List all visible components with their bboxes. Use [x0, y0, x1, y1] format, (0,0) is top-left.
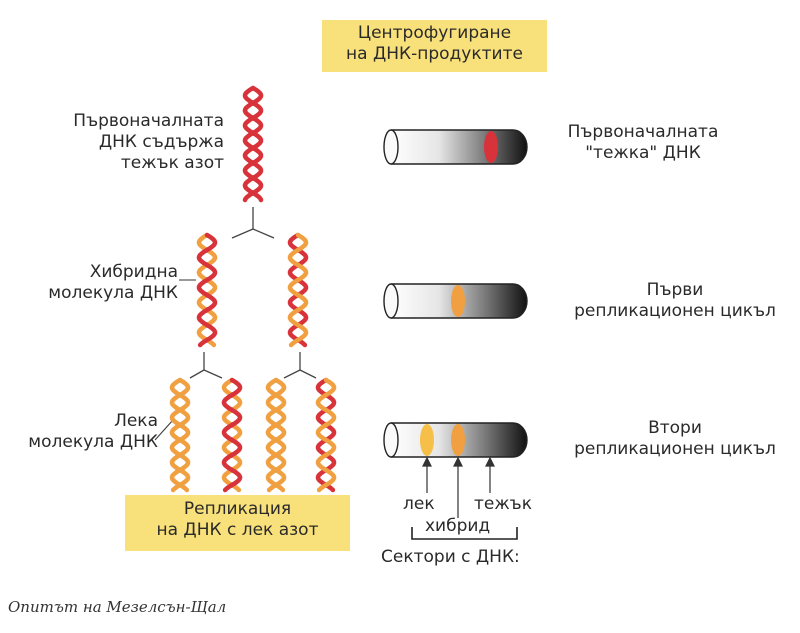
heavy-band: [484, 131, 498, 163]
light-dna-helix-2: [265, 377, 287, 493]
hybrid-band-label: хибрид: [425, 516, 491, 536]
centrifugation-title-line1: Центрофугиране: [357, 23, 512, 43]
light-dna-label: Лека молекула ДНК: [28, 411, 158, 452]
hybrid-dna-helix-right: [287, 232, 309, 348]
hybrid-dna-label: Хибридна молекула ДНК: [48, 262, 178, 303]
light-pointer: [154, 419, 174, 441]
heavy-band-label: тежък: [474, 494, 532, 514]
tube-second-cycle: [383, 422, 528, 458]
tube-first-cycle: [383, 283, 528, 319]
second-cycle-label: Втори репликационен цикъл: [574, 418, 776, 459]
light-band: [420, 424, 434, 456]
replication-box: Репликация на ДНК с лек азот: [125, 495, 350, 551]
centrifugation-box: Центрофугиране на ДНК-продуктите: [322, 20, 547, 72]
replication-title-line1: Репликация: [183, 499, 292, 519]
light-dna-helix-1: [169, 377, 191, 493]
original-dna-label: Първоначалната ДНК съдържа тежък азот: [73, 111, 224, 173]
hybrid-dna-helix-left: [196, 232, 218, 348]
parent-dna-helix: [242, 85, 264, 203]
split-arrow-2: [189, 352, 317, 379]
replication-title-line2: на ДНК с лек азот: [156, 520, 319, 540]
split-arrow-1: [231, 207, 275, 239]
hybrid-dna-helix-2b: [315, 377, 337, 493]
hybrid-band: [451, 285, 465, 317]
original-heavy-dna-label: Първоначалната "тежка" ДНК: [567, 122, 719, 163]
hybrid-band: [451, 424, 465, 456]
band-arrows: [422, 456, 495, 518]
light-band-label: лек: [403, 494, 435, 514]
sectors-bracket: [411, 527, 518, 540]
figure-caption: Опитът на Мезелсън-Щал: [8, 598, 227, 616]
centrifugation-title-line2: на ДНК-продуктите: [346, 44, 523, 64]
tube-original: [383, 129, 528, 165]
first-cycle-label: Първи репликационен цикъл: [574, 280, 776, 321]
dna-sectors-label: Сектори с ДНК:: [381, 547, 520, 567]
hybrid-dna-helix-2a: [221, 377, 243, 493]
dna-helices: [169, 85, 337, 493]
